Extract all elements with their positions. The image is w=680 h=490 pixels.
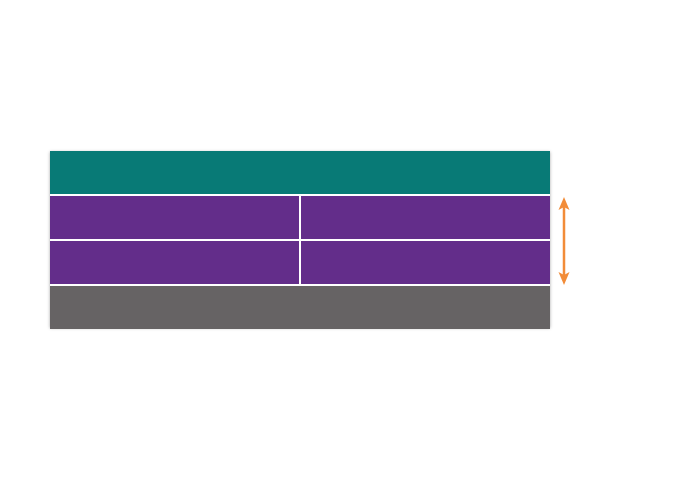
footer-row — [50, 286, 550, 329]
arrow-head-up — [558, 197, 570, 210]
arrow-head-down — [558, 272, 570, 285]
middle-cell — [301, 241, 550, 284]
layout-grid — [50, 151, 550, 329]
middle-cell — [50, 241, 299, 284]
middle-cell — [50, 196, 299, 239]
middle-cell — [301, 196, 550, 239]
header-row — [50, 151, 550, 194]
double-arrow-icon — [558, 197, 570, 285]
